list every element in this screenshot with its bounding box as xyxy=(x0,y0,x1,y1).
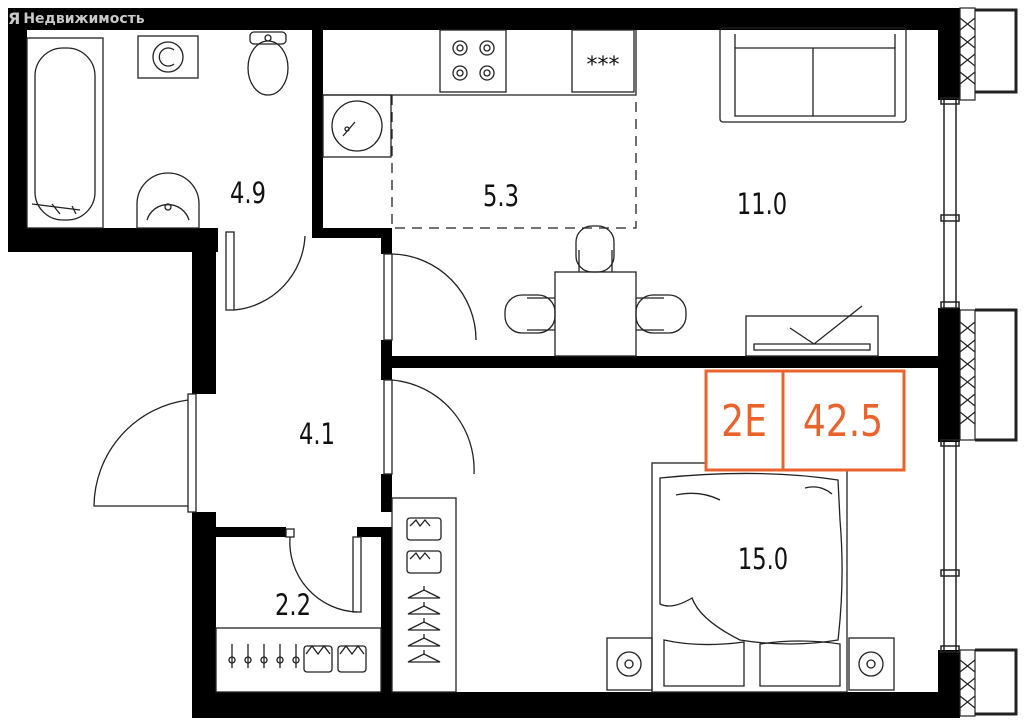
bedroom-wardrobe xyxy=(391,497,457,693)
room-area-kitchen: 5.3 xyxy=(483,180,519,213)
yandex-logo-icon: Я xyxy=(8,9,20,28)
nightstand-right xyxy=(848,637,895,691)
watermark: Я Недвижимость xyxy=(8,9,145,28)
kitchen-fixtures xyxy=(322,29,637,229)
tv-stand xyxy=(745,305,879,357)
toilet xyxy=(247,31,289,96)
bedroom-furniture xyxy=(391,462,895,693)
doors xyxy=(93,231,477,613)
bathtub xyxy=(26,37,104,229)
nightstand-left xyxy=(606,637,653,691)
sofa xyxy=(719,27,907,123)
dining-table xyxy=(504,225,687,357)
kitchen-sink xyxy=(322,94,392,158)
kitchen-zone-dashed xyxy=(391,95,637,229)
room-area-living: 11.0 xyxy=(737,188,787,221)
room-area-bedroom: 15.0 xyxy=(738,543,788,576)
stove xyxy=(439,29,507,93)
apartment-type: 2E xyxy=(721,397,767,447)
balcony-rails xyxy=(959,7,1018,717)
bathroom-sink xyxy=(136,172,200,229)
watermark-text: Недвижимость xyxy=(23,10,145,27)
washing-machine xyxy=(137,35,199,79)
walls xyxy=(8,8,960,718)
room-area-wardrobe: 2.2 xyxy=(275,589,311,622)
apartment-badge: 2E 42.5 xyxy=(704,369,906,472)
room-area-bathroom: 4.9 xyxy=(230,177,266,210)
closet-shelf xyxy=(215,627,382,693)
living-furniture xyxy=(504,27,907,357)
fridge xyxy=(571,29,635,93)
bathroom-door-leaf xyxy=(225,231,235,311)
bed xyxy=(651,462,848,693)
kitchen-counter xyxy=(323,30,637,96)
stove-label: *** xyxy=(587,53,620,78)
apartment-total-area: 42.5 xyxy=(803,397,883,447)
windows xyxy=(940,97,960,653)
bathroom-door-swing xyxy=(233,235,306,311)
room-area-hall: 4.1 xyxy=(299,418,335,451)
bathroom-fixtures xyxy=(26,31,289,229)
